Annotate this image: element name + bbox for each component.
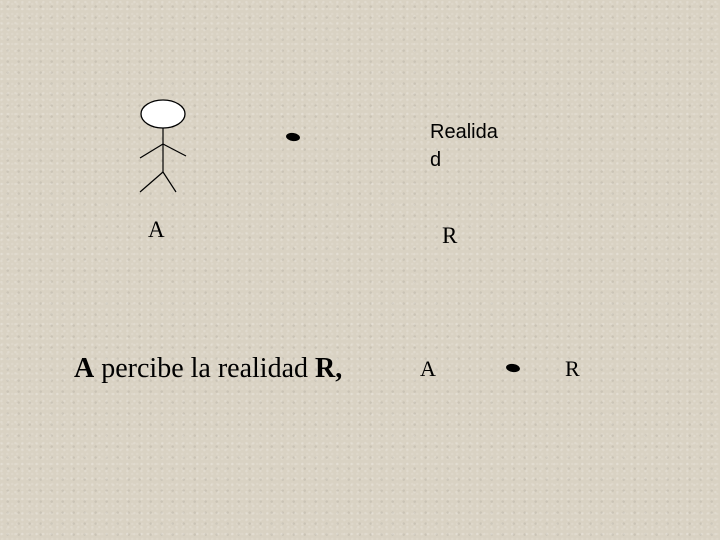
- stick-figure-leg-right: [162, 171, 177, 193]
- relation-right-label: R: [565, 356, 580, 381]
- relation-connector-icon: [505, 363, 521, 373]
- caption-subject: A: [74, 353, 95, 384]
- caption-sentence: A percibe la realidad R,: [74, 352, 342, 386]
- observer-label: A: [148, 217, 165, 242]
- stick-figure-person-icon: [139, 99, 187, 193]
- stick-figure-leg-left: [139, 171, 164, 193]
- caption-object: R,: [315, 353, 343, 384]
- stick-figure-arm-left: [139, 143, 164, 159]
- relation-left-label: A: [420, 356, 436, 381]
- reality-point-icon: [285, 132, 301, 142]
- stick-figure-head: [140, 99, 186, 129]
- reality-letter-label: R: [442, 223, 458, 248]
- stick-figure-arm-right: [162, 143, 187, 157]
- reality-label: Realida d: [430, 121, 498, 171]
- caption-verb-phrase: percibe la realidad: [94, 353, 315, 384]
